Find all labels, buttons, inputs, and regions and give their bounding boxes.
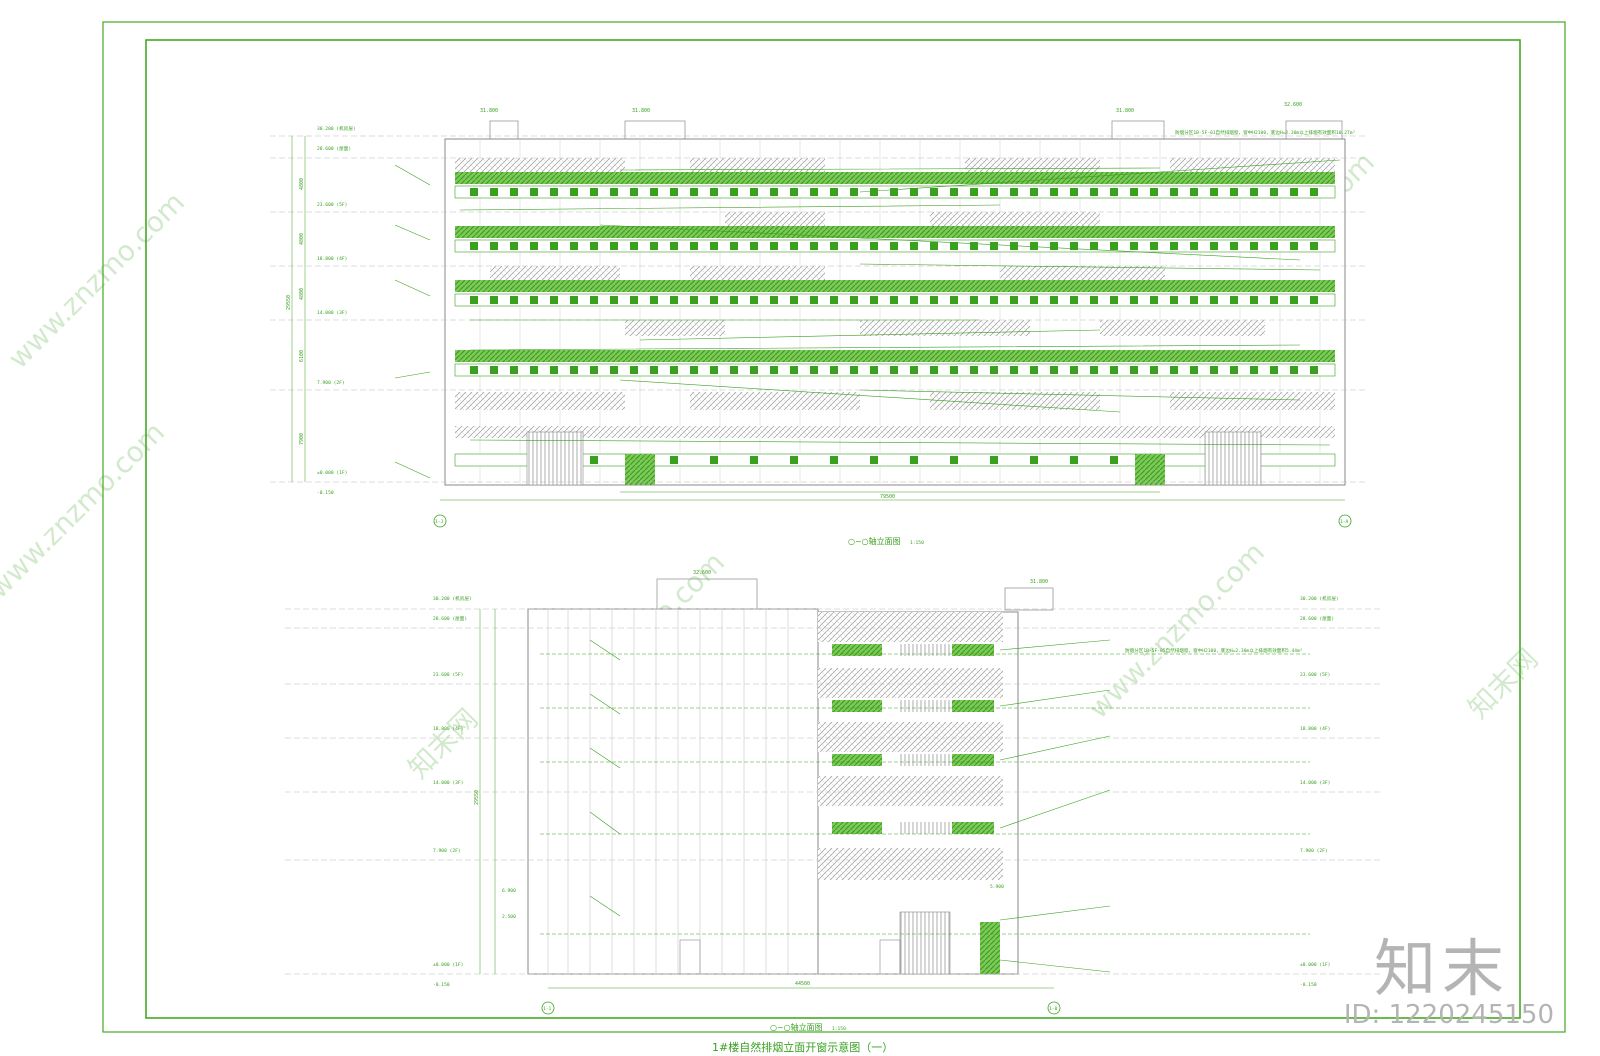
roof-mark: 31.800 xyxy=(632,108,650,114)
level-label: 7.900 (2F) xyxy=(1300,848,1328,854)
watermark-text: 知末网 xyxy=(402,702,485,785)
mid-mark: 2.500 xyxy=(502,914,516,920)
level-label: -0.150 xyxy=(1300,982,1317,988)
axis-label: 1-A xyxy=(1340,519,1349,525)
mid-mark: 6.900 xyxy=(502,888,516,894)
axis-label: 1-1 xyxy=(543,1006,552,1012)
smoke-window-note: 防烟分区1B-5F-01自然排烟窗，窗中H2100，底边H=2.30m以上排烟有… xyxy=(1175,129,1355,136)
elevation-title: ○~○轴立面图 xyxy=(770,1022,823,1032)
elevation-title: ○~○轴立面图 xyxy=(848,536,901,546)
roof-mark: 32.600 xyxy=(1284,102,1302,108)
outer-frame xyxy=(102,21,1566,1033)
bottom-level-labels-right: 30.200 (机房层) 28.600 (屋面) 23.600 (5F) 18.… xyxy=(1300,595,1339,988)
level-label: -0.150 xyxy=(433,982,450,988)
roof-mark: 31.800 xyxy=(480,108,498,114)
roof-mark: 31.800 xyxy=(1030,579,1048,585)
floor-dim: 4800 xyxy=(299,288,305,300)
bottom-elevation: 32.600 31.800 xyxy=(285,570,1380,1032)
facade-panels xyxy=(818,612,1003,880)
elevation-scale: 1:150 xyxy=(832,1026,846,1032)
level-label: 28.600 (屋面) xyxy=(433,616,467,622)
watermark-text: 知末网 xyxy=(1462,642,1545,725)
roof-mark: 31.800 xyxy=(1116,108,1134,114)
total-width-dim: 44500 xyxy=(795,981,810,987)
top-elevation: 31.800 31.800 31.800 32.600 xyxy=(270,102,1365,546)
level-label: ±0.000 (1F) xyxy=(433,962,463,968)
axis-label: 1-8 xyxy=(1049,1006,1058,1012)
level-label: 18.800 (4F) xyxy=(433,726,463,732)
level-label: 14.000 (3F) xyxy=(433,780,463,786)
level-label: 14.000 (3F) xyxy=(1300,780,1330,786)
level-label: -0.150 xyxy=(317,490,334,496)
level-label: 30.200 (机房层) xyxy=(1300,595,1339,602)
level-label: 28.600 (屋面) xyxy=(1300,616,1334,622)
axis-label: 1-J xyxy=(435,519,444,525)
smoke-exhaust-windows xyxy=(832,644,1000,974)
level-label: ±0.000 (1F) xyxy=(317,470,347,476)
level-label: 7.900 (2F) xyxy=(433,848,461,854)
total-height-dim: 29550 xyxy=(286,295,292,310)
floor-dim: 4800 xyxy=(299,233,305,245)
floor-dim: 7900 xyxy=(299,433,305,445)
level-label: 23.600 (5F) xyxy=(317,202,347,208)
mid-mark: 5.900 xyxy=(990,884,1004,890)
level-label: 23.600 (5F) xyxy=(1300,672,1330,678)
level-label: 18.800 (4F) xyxy=(1300,726,1330,732)
level-label: 18.800 (4F) xyxy=(317,256,347,262)
stamp-logo: 知末 xyxy=(1373,932,1510,1005)
smoke-window-note: 防烟分区1B-5F-05自然排烟窗，窗中H2100，底边H=2.30m以上排烟有… xyxy=(1125,647,1303,654)
elevation-scale: 1:150 xyxy=(910,540,924,546)
stamp-id: ID: 1220245150 xyxy=(1343,1000,1554,1030)
total-height-dim: 29550 xyxy=(474,790,480,805)
watermark-text: www.znzmo.com xyxy=(2,186,191,375)
top-level-labels: 30.200 (机房层) 28.600 (屋面) 23.600 (5F) 18.… xyxy=(317,125,356,496)
watermark-text: www.znzmo.com xyxy=(1082,536,1271,725)
inner-frame xyxy=(145,39,1521,1019)
level-label: 14.000 (3F) xyxy=(317,310,347,316)
roof-mark: 32.600 xyxy=(693,570,711,576)
level-label: 23.600 (5F) xyxy=(433,672,463,678)
bottom-level-labels: 30.200 (机房层) 28.600 (屋面) 23.600 (5F) 18.… xyxy=(433,595,472,988)
level-label: 28.600 (屋面) xyxy=(317,146,351,152)
level-label: 7.900 (2F) xyxy=(317,380,345,386)
floor-dim: 6100 xyxy=(299,350,305,362)
sheet-title: 1#楼自然排烟立面开窗示意图（一） xyxy=(712,1040,893,1054)
floor-dim: 4800 xyxy=(299,178,305,190)
level-label: ±0.000 (1F) xyxy=(1300,962,1330,968)
total-width-dim: 79500 xyxy=(880,494,895,500)
level-label: 30.200 (机房层) xyxy=(317,125,356,132)
level-label: 30.200 (机房层) xyxy=(433,595,472,602)
